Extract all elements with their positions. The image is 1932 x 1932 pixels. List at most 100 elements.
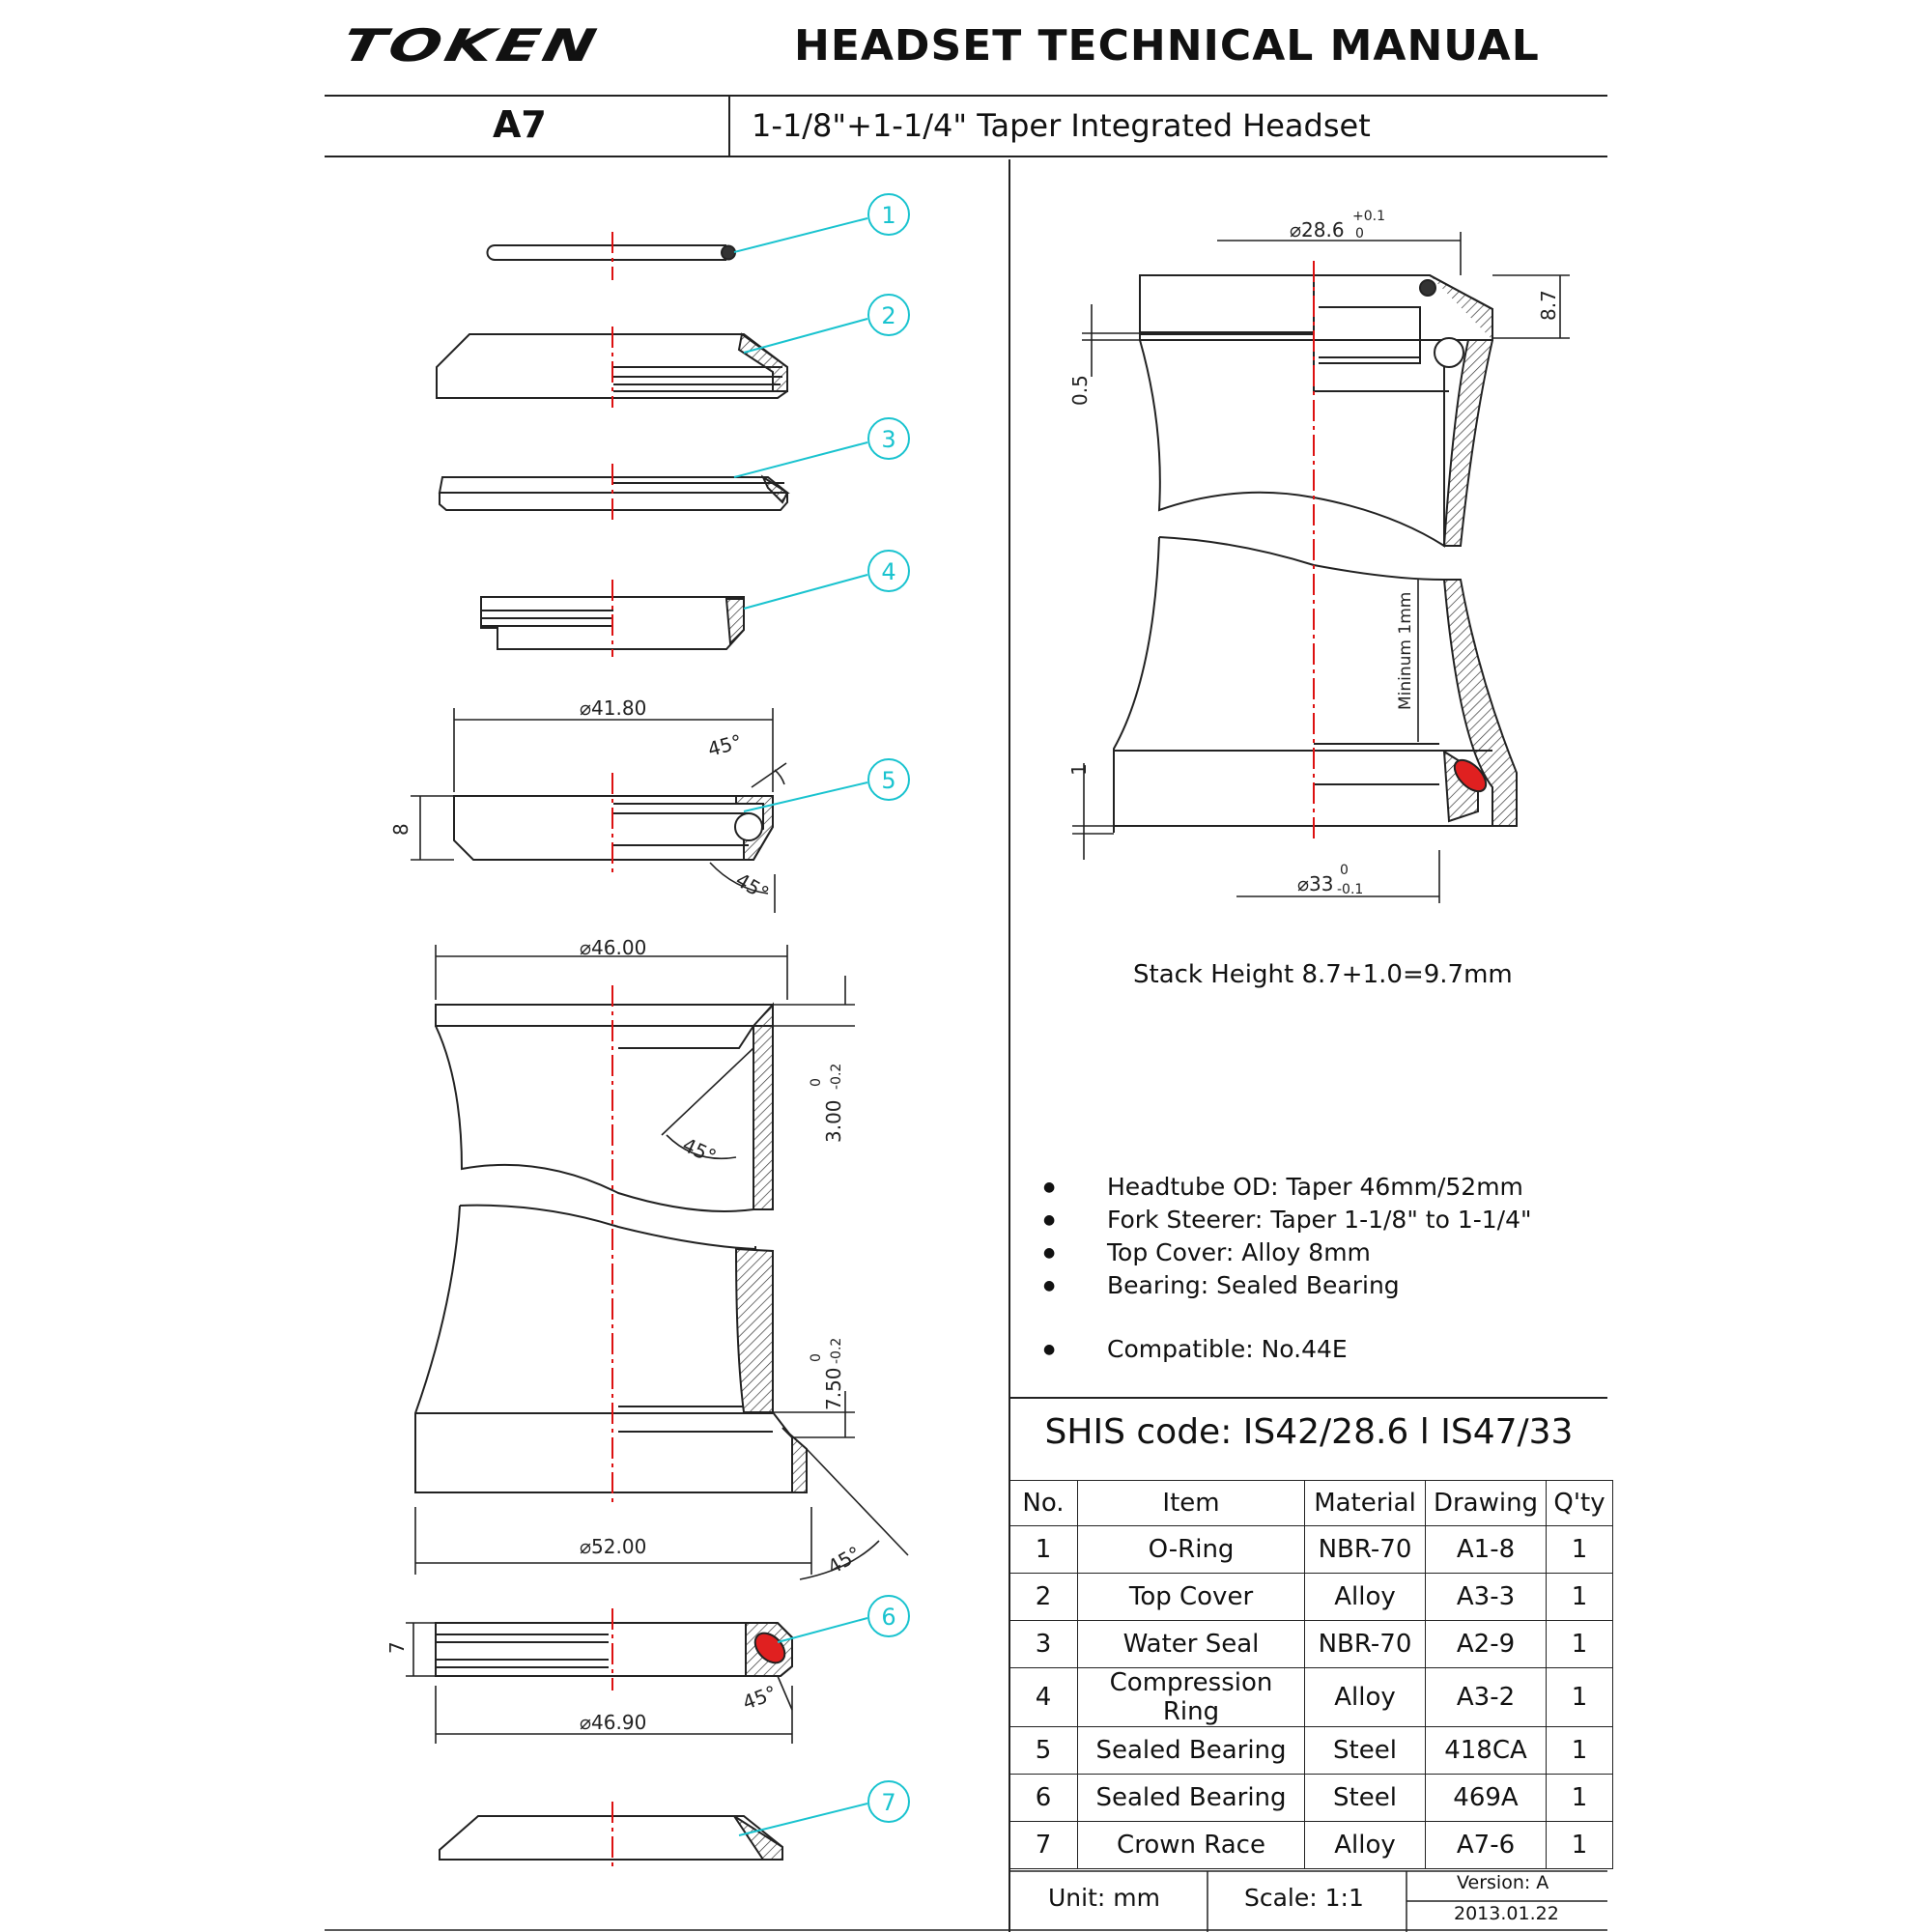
cell: Sealed Bearing — [1077, 1726, 1305, 1775]
dim-angle-a: 45° — [705, 729, 744, 760]
part-2-top-cover — [436, 332, 788, 399]
dim-bearing6-dia: ⌀46.90 — [580, 1711, 646, 1734]
part-1-o-ring — [486, 244, 736, 261]
callout-3: 3 — [881, 426, 895, 453]
cell: A3-2 — [1425, 1667, 1547, 1727]
cell: 1 — [1546, 1774, 1613, 1822]
part-7-crown-race — [439, 1815, 783, 1861]
cell: 1 — [1546, 1821, 1613, 1869]
svg-text:+0.1: +0.1 — [1352, 209, 1385, 224]
dim-bearing5-dia: ⌀41.80 — [580, 696, 646, 720]
cell: 5 — [1009, 1726, 1078, 1775]
dim-stack-top: 8.7 — [1537, 290, 1560, 321]
callout-1: 1 — [881, 202, 895, 229]
cell: Top Cover — [1077, 1573, 1305, 1621]
cell: A3-3 — [1425, 1573, 1547, 1621]
shis-code: SHIS code: IS42/28.6 l IS47/33 — [1044, 1412, 1574, 1452]
footer-unit: Unit: mm — [1048, 1884, 1160, 1912]
footer-version: Version: A — [1457, 1872, 1549, 1893]
cell: 3 — [1009, 1620, 1078, 1668]
footer-date: 2013.01.22 — [1454, 1903, 1559, 1924]
assembled-dim-labels: ⌀28.6 +0.1 0 8.7 0.5 Mininum 1mm 1 ⌀33 0… — [1067, 209, 1560, 897]
dim-bearing5-height: 8 — [389, 823, 412, 836]
stack-height: Stack Height 8.7+1.0=9.7mm — [1133, 960, 1513, 989]
col-material: Material — [1304, 1480, 1426, 1526]
col-qty: Q'ty — [1546, 1480, 1613, 1526]
dim-angle-e: 45° — [740, 1681, 781, 1715]
cell: 7 — [1009, 1821, 1078, 1869]
svg-text:0: 0 — [1340, 863, 1349, 878]
spec-item: Headtube OD: Taper 46mm/52mm — [1039, 1171, 1531, 1204]
svg-text:-0.1: -0.1 — [1337, 882, 1363, 897]
cell: 418CA — [1425, 1726, 1547, 1775]
part-5-bearing — [453, 795, 774, 861]
cell: A7-6 — [1425, 1821, 1547, 1869]
footer-rules — [325, 1870, 1607, 1932]
cell: 469A — [1425, 1774, 1547, 1822]
cell: 1 — [1546, 1667, 1613, 1727]
svg-text:0: 0 — [809, 1078, 824, 1087]
part-3-water-seal — [438, 474, 790, 511]
dim-headtube-bottom: ⌀52.00 — [580, 1535, 646, 1558]
cell: Steel — [1304, 1774, 1426, 1822]
assembled-view — [1113, 274, 1518, 833]
cell: 1 — [1009, 1525, 1078, 1574]
manual-title: HEADSET TECHNICAL MANUAL — [794, 21, 1540, 71]
callout-6: 6 — [881, 1604, 895, 1631]
cell: 1 — [1546, 1726, 1613, 1775]
dim-angle-b: 45° — [732, 868, 774, 906]
dim-steerer-bottom: ⌀33 — [1297, 872, 1334, 895]
footer-scale: Scale: 1:1 — [1244, 1884, 1364, 1912]
cell: 2 — [1009, 1573, 1078, 1621]
cell: Alloy — [1304, 1573, 1426, 1621]
cell: NBR-70 — [1304, 1525, 1426, 1574]
cell: Alloy — [1304, 1667, 1426, 1727]
dim-steerer-top: ⌀28.6 — [1290, 218, 1345, 242]
model-description: 1-1/8"+1-1/4" Taper Integrated Headset — [752, 107, 1371, 144]
dim-depth-top: 3.00 — [822, 1099, 845, 1143]
spec-item: Fork Steerer: Taper 1-1/8" to 1-1/4" — [1039, 1204, 1531, 1236]
cell: Alloy — [1304, 1821, 1426, 1869]
dim-gap: 0.5 — [1068, 375, 1092, 406]
svg-text:-0.2: -0.2 — [829, 1064, 844, 1090]
callout-5: 5 — [881, 767, 895, 794]
cell: O-Ring — [1077, 1525, 1305, 1574]
col-drawing: Drawing — [1425, 1480, 1547, 1526]
dim-labels-left: ⌀41.80 45° 8 45° ⌀46.00 3.00 0 -0.2 45° … — [385, 696, 865, 1734]
cell: 1 — [1546, 1573, 1613, 1621]
cell: Steel — [1304, 1726, 1426, 1775]
cell: A1-8 — [1425, 1525, 1547, 1574]
cell: 6 — [1009, 1774, 1078, 1822]
cell: 4 — [1009, 1667, 1078, 1727]
col-no: No. — [1009, 1480, 1078, 1526]
cell: NBR-70 — [1304, 1620, 1426, 1668]
callout-2: 2 — [881, 302, 895, 329]
assembled-dims — [1072, 232, 1570, 903]
svg-text:0: 0 — [809, 1353, 824, 1362]
dim-bearing6-height: 7 — [385, 1641, 409, 1654]
cell: Sealed Bearing — [1077, 1774, 1305, 1822]
dim-bottom-gap: 1 — [1067, 763, 1091, 776]
cell: Crown Race — [1077, 1821, 1305, 1869]
cell: 1 — [1546, 1525, 1613, 1574]
callout-4: 4 — [881, 558, 895, 585]
cell: 1 — [1546, 1620, 1613, 1668]
dim-headtube-top: ⌀46.00 — [580, 936, 646, 959]
svg-text:0: 0 — [1355, 226, 1364, 242]
part-6-bearing — [435, 1622, 793, 1677]
model-code: A7 — [493, 103, 547, 146]
cell: A2-9 — [1425, 1620, 1547, 1668]
callouts — [733, 193, 910, 1836]
dim-angle-c: 45° — [679, 1133, 720, 1169]
spec-list: Headtube OD: Taper 46mm/52mm Fork Steere… — [1039, 1171, 1531, 1366]
col-item: Item — [1077, 1480, 1305, 1526]
